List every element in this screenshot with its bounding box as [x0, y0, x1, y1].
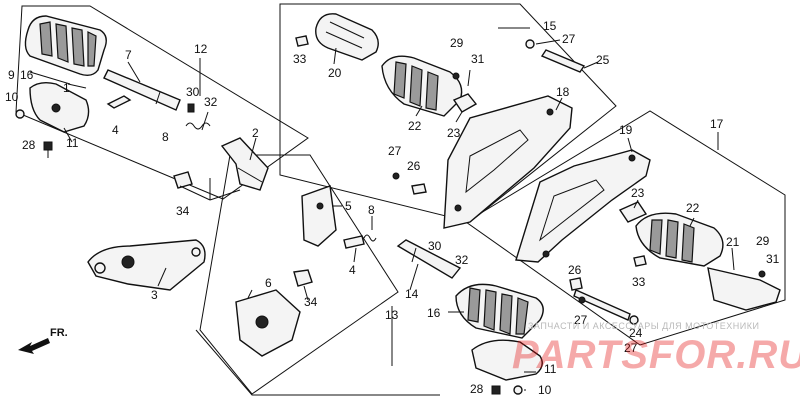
spring-8-center [363, 234, 377, 242]
collar-23-top [452, 93, 478, 113]
bolt-34-left [173, 171, 193, 189]
pin-4-left [106, 95, 132, 109]
bolt-34-center [293, 269, 313, 287]
footpeg-rubber-22-top [381, 55, 463, 117]
part-label-4-left: 4 [112, 123, 119, 137]
part-label-34-left: 34 [176, 204, 190, 218]
part-label-21: 21 [726, 235, 740, 249]
bolt-26-mid [411, 183, 427, 195]
part-label-4-center: 4 [349, 263, 356, 277]
part-label-25: 25 [596, 53, 610, 67]
pin-4-center [343, 235, 365, 249]
nut-29-top [452, 72, 460, 80]
part-label-14: 14 [405, 287, 419, 301]
part-label-7: 7 [125, 48, 132, 62]
washer-27-top [525, 39, 535, 49]
pivot-pin-7 [103, 69, 181, 111]
part-label-8-left: 8 [162, 130, 169, 144]
part-label-9: 9 [8, 68, 15, 82]
bracket-2 [220, 137, 269, 191]
part-label-19: 19 [619, 123, 633, 137]
footpeg-bracket-21 [707, 267, 781, 311]
footpeg-bracket-passenger-left [471, 339, 543, 381]
nut-29-right [758, 270, 766, 278]
spring-8-left [185, 122, 211, 130]
part-label-10-center: 10 [538, 383, 552, 397]
part-label-29-right: 29 [756, 234, 770, 248]
front-arrow-icon [18, 338, 50, 354]
part-label-32-center: 32 [455, 253, 469, 267]
bolt-left-28 [43, 141, 53, 151]
part-label-23-top: 23 [447, 126, 461, 140]
footpeg-rubber-22-right [635, 212, 724, 267]
part-label-15: 15 [543, 19, 557, 33]
part-label-27-lower: 27 [574, 313, 588, 327]
footpeg-rubber-passenger-left [455, 283, 544, 339]
group-outline-rider-right [279, 3, 617, 223]
part-label-10-left: 10 [5, 90, 19, 104]
part-label-29-top: 29 [450, 36, 464, 50]
pivot-pin-14 [396, 239, 462, 279]
part-label-2: 2 [252, 126, 259, 140]
bolt-33-top [295, 35, 309, 47]
group-outline-passenger-right [465, 110, 786, 346]
part-label-11-left: 11 [66, 136, 79, 150]
bolt-33-right [633, 255, 647, 267]
part-label-33-right: 33 [632, 275, 646, 289]
part-label-32-left: 32 [204, 95, 218, 109]
part-label-11-center: 11 [544, 362, 557, 376]
leader-lines [29, 39, 735, 392]
washer-27-mid [392, 172, 400, 180]
part-label-22-top: 22 [408, 119, 422, 133]
part-label-20: 20 [328, 66, 342, 80]
part-label-28-center: 28 [470, 382, 484, 396]
part-label-16-center: 16 [427, 306, 441, 320]
part-label-8-center: 8 [368, 203, 375, 217]
part-label-23-right: 23 [631, 186, 645, 200]
part-label-26-right: 26 [568, 263, 582, 277]
part-label-31-top: 31 [471, 52, 485, 66]
footpeg-rubber-20 [315, 13, 379, 61]
part-label-31-right: 31 [766, 252, 780, 266]
part-label-16-left: 16 [20, 68, 34, 82]
bolt-25 [540, 49, 586, 73]
watermark-subtitle: ЗАПЧАСТИ И АКСЕССУАРЫ ДЛЯ МОТОТЕХНИКИ [528, 321, 759, 331]
part-label-27-bottom: 27 [624, 341, 638, 355]
part-label-18: 18 [556, 85, 570, 99]
part-label-26-mid: 26 [407, 159, 421, 173]
collar-23-right [618, 201, 648, 223]
washer-10-center [513, 385, 523, 395]
footpeg-rubber-left [24, 15, 107, 77]
part-label-27-mid: 27 [388, 144, 402, 158]
watermark-brand: PARTSFOR.RU [512, 333, 800, 377]
part-label-5: 5 [345, 199, 352, 213]
group-outline-passenger-left [199, 154, 399, 395]
bracket-18 [443, 95, 573, 229]
part-label-30-center: 30 [428, 239, 442, 253]
part-label-12: 12 [194, 42, 208, 56]
part-label-17: 17 [710, 117, 724, 131]
part-label-22-right: 22 [686, 201, 700, 215]
washer-27-lower [629, 315, 639, 325]
part-label-34-center: 34 [304, 295, 318, 309]
part-label-1: 1 [63, 81, 70, 95]
front-arrow-label: FR. [50, 327, 68, 339]
washer-left-10 [15, 109, 25, 119]
part-label-28-left: 28 [22, 138, 36, 152]
part-label-13: 13 [385, 308, 399, 322]
bolt-24 [573, 289, 631, 321]
part-label-30-left: 30 [186, 85, 200, 99]
group-outline-bottom-left [195, 329, 440, 396]
part-label-33-top: 33 [293, 52, 307, 66]
part-label-24: 24 [629, 326, 643, 340]
part-label-27-top: 27 [562, 32, 576, 46]
part-label-6: 6 [265, 276, 272, 290]
bracket-5 [301, 185, 337, 247]
bolt-26-right [569, 277, 583, 291]
bracket-3 [87, 239, 206, 291]
part-label-3: 3 [151, 288, 158, 302]
